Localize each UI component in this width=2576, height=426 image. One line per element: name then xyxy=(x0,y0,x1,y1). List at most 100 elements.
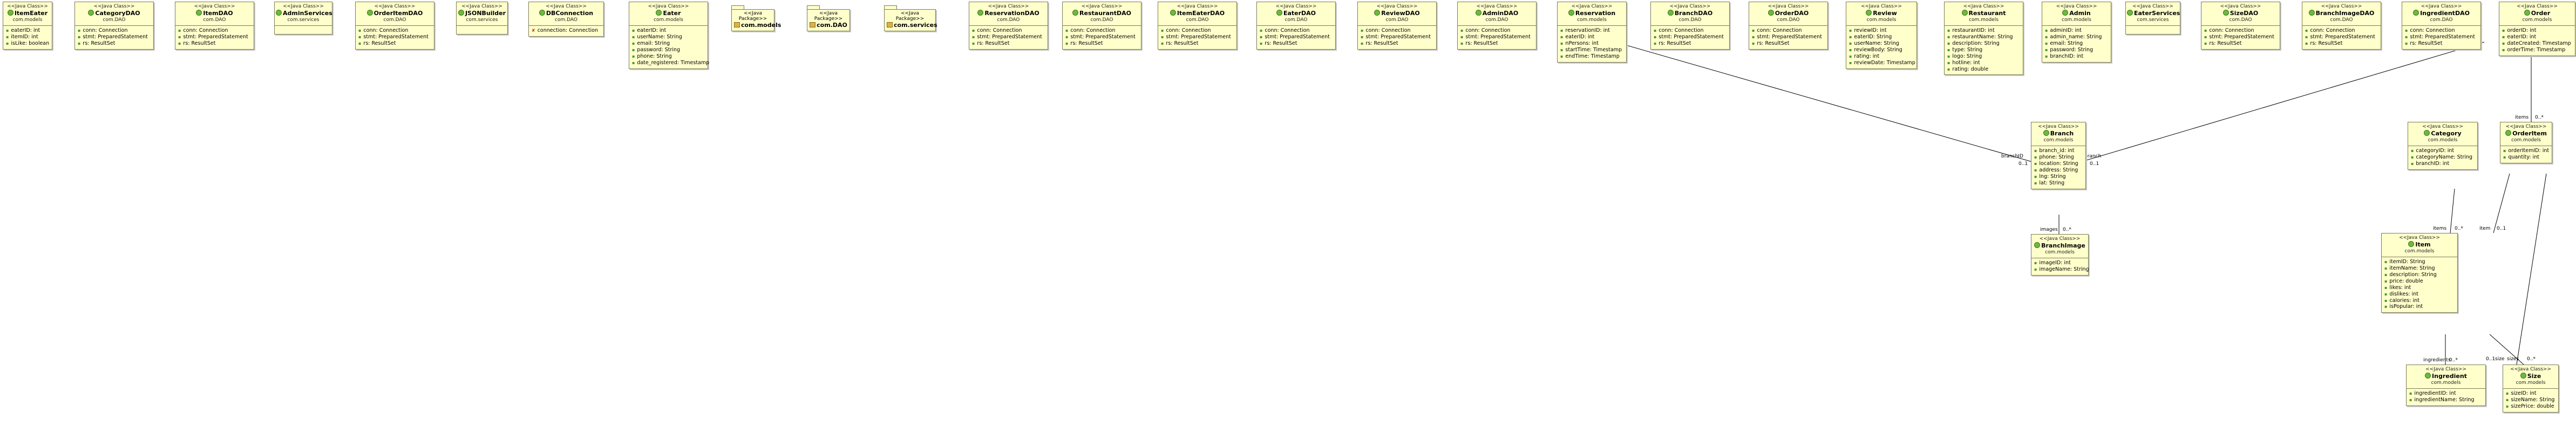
class-icon xyxy=(2408,241,2415,248)
class-stereotype: <<Java Class>> xyxy=(1768,4,1809,9)
class-fields: adminID: intadmin_name: Stringemail: Str… xyxy=(2042,26,2111,61)
association-multiplicity: 0..* xyxy=(2527,356,2536,362)
class-box-itemeater[interactable]: <<Java Class>>ItemEatercom.modelseaterID… xyxy=(3,2,52,50)
class-icon xyxy=(2413,10,2419,16)
field: itemID: String xyxy=(2384,259,2456,265)
class-name-text: ItemEater xyxy=(14,10,48,17)
field: rs: ResultSet xyxy=(2405,40,2479,47)
field: endTime: Timestamp xyxy=(1560,53,1625,60)
field: orderTime: Timestamp xyxy=(2502,47,2573,53)
class-icon xyxy=(2524,10,2530,16)
class-name: Review xyxy=(1847,10,1915,17)
class-box-ingredient[interactable]: <<Java Class>>Ingredientcom.modelsingred… xyxy=(2406,365,2486,406)
class-fields: ingredientID: intingredientName: String xyxy=(2407,389,2485,406)
field: reviewID: int xyxy=(1849,28,1915,34)
field: conn: Connection xyxy=(2405,28,2479,34)
class-name-text: AdminServices xyxy=(283,10,332,17)
class-fields: branch_id: intphone: Stringlocation: Str… xyxy=(2031,146,2085,188)
field: stmt: PreparedStatement xyxy=(358,34,432,40)
class-name: ItemEater xyxy=(4,10,51,17)
class-box-restaurant[interactable]: <<Java Class>>Restaurantcom.modelsrestau… xyxy=(1944,2,2023,75)
package-tab xyxy=(731,5,744,9)
field: categoryName: String xyxy=(2411,154,2476,161)
class-name-text: Admin xyxy=(2069,10,2091,17)
package-dao[interactable]: <<Java Package>>com.DAO xyxy=(807,5,850,31)
class-stereotype: <<Java Class>> xyxy=(1669,4,1711,9)
class-box-review[interactable]: <<Java Class>>Reviewcom.modelsreviewID: … xyxy=(1846,2,1917,69)
field: nPersons: int xyxy=(1560,40,1625,47)
class-fields: orderItemID: intquantity: int xyxy=(2500,146,2552,163)
class-stereotype: <<Java Class>> xyxy=(374,4,416,9)
class-name: Order xyxy=(2500,10,2574,17)
class-box-dbconnection[interactable]: <<Java Class>>DBConnectioncom.DAOconnect… xyxy=(528,2,604,37)
class-stereotype: <<Java Class>> xyxy=(1177,4,1218,9)
class-name: JSONBuilder xyxy=(458,10,506,17)
field: eaterID: String xyxy=(1849,34,1915,40)
class-name-text: SizeDAO xyxy=(2230,10,2259,17)
field: phone: String xyxy=(632,53,706,60)
class-box-orderitem[interactable]: <<Java Class>>OrderItemcom.modelsorderIt… xyxy=(2500,122,2552,163)
class-icon xyxy=(276,10,282,16)
class-fields: conn: Connectionstmt: PreparedStatementr… xyxy=(2302,26,2381,49)
class-box-category[interactable]: <<Java Class>>Categorycom.modelscategory… xyxy=(2408,122,2478,170)
class-icon xyxy=(1276,10,1282,16)
class-fields xyxy=(275,26,332,34)
class-name: ItemDAO xyxy=(176,10,253,17)
field: conn: Connection xyxy=(358,28,432,34)
class-stereotype: <<Java Class>> xyxy=(2321,4,2362,9)
class-name-text: EaterDAO xyxy=(1283,10,1316,17)
field: lng: String xyxy=(2034,174,2084,180)
package-body: <<Java Package>>com.models xyxy=(731,9,781,31)
class-box-reservationdao[interactable]: <<Java Class>>ReservationDAOcom.DAOconn:… xyxy=(969,2,1048,50)
association-role-label: ingredients xyxy=(2423,358,2451,363)
class-fields xyxy=(457,26,507,34)
association-line-orderitem-item xyxy=(2493,173,2510,233)
package-services[interactable]: <<Java Package>>com.services xyxy=(884,5,937,31)
class-fields: conn: Connectionstmt: PreparedStatementr… xyxy=(2201,26,2280,49)
class-package: com.DAO xyxy=(1186,17,1209,23)
class-box-branch[interactable]: <<Java Class>>Branchcom.modelsbranch_id:… xyxy=(2031,122,2086,189)
class-stereotype: <<Java Class>> xyxy=(546,4,587,9)
field: stmt: PreparedStatement xyxy=(1260,34,1334,40)
field: type: String xyxy=(1947,47,2021,53)
field: connection: Connection xyxy=(532,28,602,34)
class-package: com.models xyxy=(2516,380,2546,386)
field: itemName: String xyxy=(2384,265,2456,272)
class-name: Item xyxy=(2383,241,2456,249)
class-name-text: BranchImageDAO xyxy=(2315,10,2375,17)
class-box-ingredientdao[interactable]: <<Java Class>>IngredientDAOcom.DAOconn: … xyxy=(2402,2,2481,50)
class-box-restaurantdao[interactable]: <<Java Class>>RestaurantDAOcom.DAOconn: … xyxy=(1062,2,1141,50)
class-icon xyxy=(2308,10,2315,16)
class-box-branchimagedao[interactable]: <<Java Class>>BranchImageDAOcom.DAOconn:… xyxy=(2302,2,2381,50)
class-box-branchimage[interactable]: <<Java Class>>BranchImagecom.modelsimage… xyxy=(2031,234,2089,276)
class-box-reservation[interactable]: <<Java Class>>Reservationcom.modelsreser… xyxy=(1557,2,1627,63)
association-role-label: size xyxy=(2495,356,2505,362)
package-models[interactable]: <<Java Package>>com.models xyxy=(731,5,781,31)
class-package: com.models xyxy=(2062,17,2091,23)
field: reviewDate: Timestamp xyxy=(1849,60,1915,66)
field: rs: ResultSet xyxy=(178,40,252,47)
field: password: String xyxy=(2045,47,2109,53)
